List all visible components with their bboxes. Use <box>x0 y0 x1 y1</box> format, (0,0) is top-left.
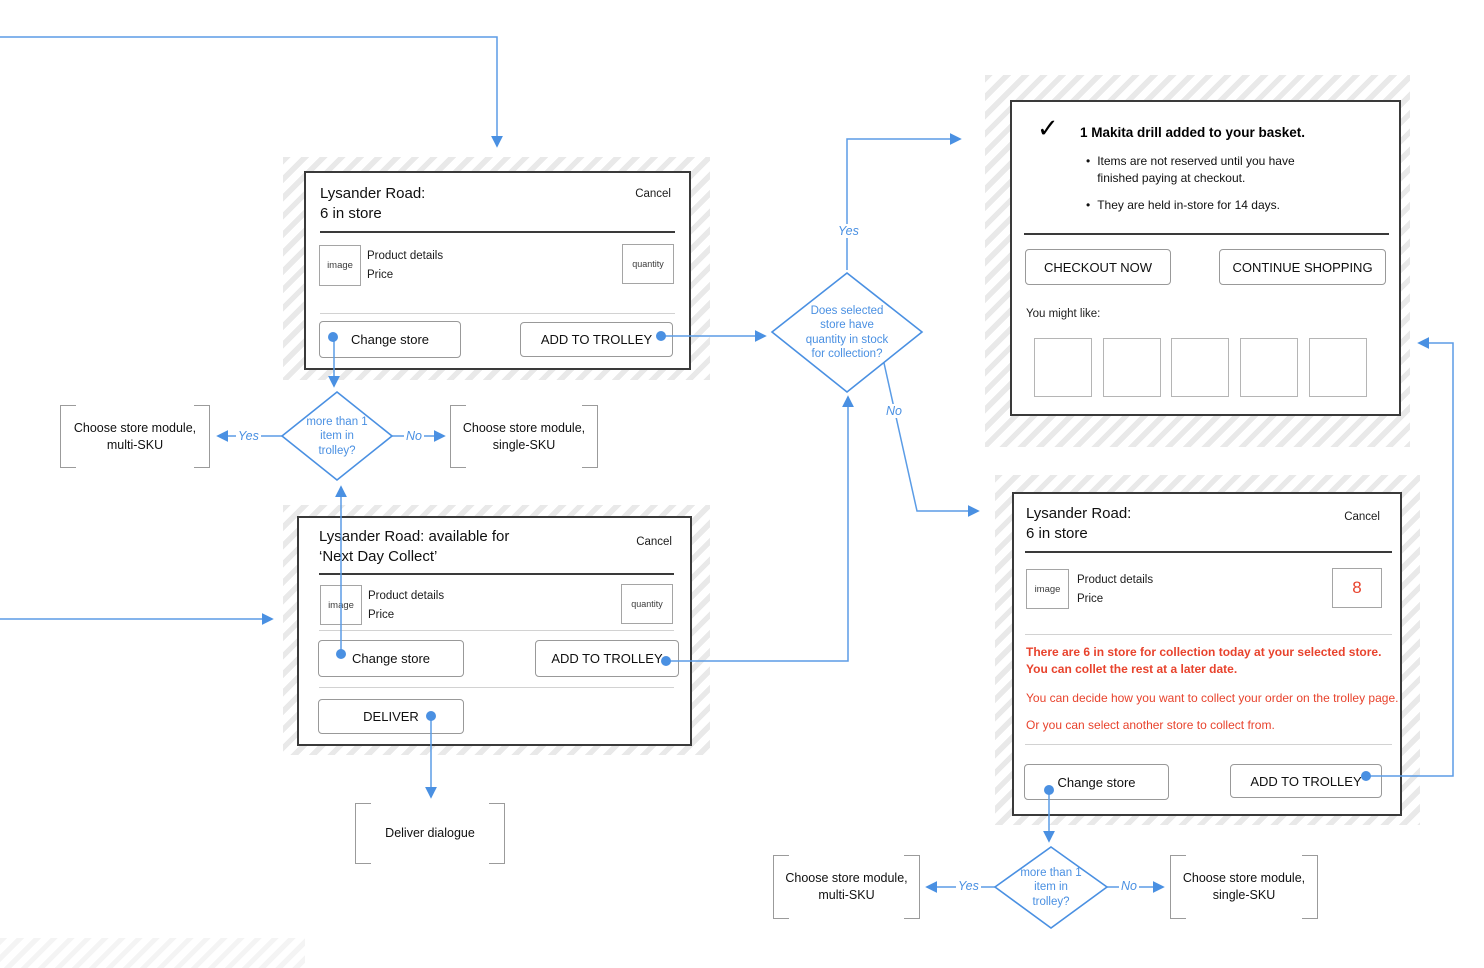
divider <box>320 231 675 233</box>
outcome-multi-sku-line1: Choose store module, <box>73 420 197 435</box>
basket-bullet-1: Items are not reserved until you have fi… <box>1097 154 1295 186</box>
image-placeholder: image <box>320 585 362 625</box>
recommendation-thumbnails <box>1034 338 1384 397</box>
change-store-button[interactable]: Change store <box>319 321 461 358</box>
product-thumbnail[interactable] <box>1034 338 1092 397</box>
checkout-now-button[interactable]: CHECKOUT NOW <box>1025 249 1171 285</box>
product-thumbnail[interactable] <box>1171 338 1229 397</box>
quantity-field-label: quantity <box>631 599 663 609</box>
outcome-single-sku-2: Choose store module, single-SKU <box>1170 855 1318 919</box>
modal-partial-title-line1: Lysander Road: <box>1026 505 1132 522</box>
stock-warning-text2: Or you can select another store to colle… <box>1026 718 1275 732</box>
price-label: Price <box>367 269 394 281</box>
outcome-multi-sku-line2: multi-SKU <box>106 437 164 452</box>
you-might-like-label: You might like: <box>1026 308 1101 320</box>
add-to-trolley-button[interactable]: ADD TO TROLLEY <box>1230 764 1382 798</box>
quantity-field[interactable]: quantity <box>622 244 674 284</box>
outcome-multi-sku: Choose store module, multi-SKU <box>60 405 210 468</box>
quantity-field[interactable]: quantity <box>621 584 673 624</box>
cancel-link[interactable]: Cancel <box>1344 511 1380 523</box>
outcome-single-sku-line2: single-SKU <box>492 437 556 452</box>
flow-label-no: No <box>1119 879 1139 893</box>
product-details-label: Product details <box>367 250 444 262</box>
image-placeholder-label: image <box>328 599 354 611</box>
product-thumbnail[interactable] <box>1240 338 1298 397</box>
divider <box>1025 551 1392 553</box>
cancel-link[interactable]: Cancel <box>636 536 672 548</box>
outcome-single-sku-line1: Choose store module, <box>1182 871 1306 886</box>
change-store-button[interactable]: Change store <box>318 640 464 677</box>
connector-stock-decision-yes <box>846 133 962 270</box>
outcome-single-sku-line2: single-SKU <box>1212 888 1276 902</box>
flow-label-yes: Yes <box>836 224 861 238</box>
outcome-single-sku-line1: Choose store module, <box>462 420 586 435</box>
outcome-multi-sku-2: Choose store module, multi-SKU <box>773 855 920 919</box>
price-label: Price <box>368 609 395 621</box>
modal-next-day-collect: Lysander Road: available for ‘Next Day C… <box>297 516 692 746</box>
bullet-glyph: • <box>1086 154 1091 168</box>
image-placeholder-label: image <box>1034 583 1061 595</box>
product-details-label: Product details <box>1077 574 1154 586</box>
outcome-single-sku: Choose store module, single-SKU <box>450 405 598 468</box>
basket-bullet-2: They are held in-store for 14 days. <box>1097 198 1280 212</box>
modal-in-store: Lysander Road: 6 in store Cancel image P… <box>304 171 691 370</box>
image-placeholder: image <box>1026 569 1069 609</box>
hatch-fragment-bottom-left <box>0 938 305 968</box>
divider <box>1024 233 1389 235</box>
stock-warning-bold-line1: There are 6 in store for collection toda… <box>1026 645 1382 659</box>
modal-next-day-title-line1: Lysander Road: available for <box>319 528 510 545</box>
product-details-label: Product details <box>368 590 445 602</box>
product-thumbnail[interactable] <box>1103 338 1161 397</box>
add-to-trolley-button[interactable]: ADD TO TROLLEY <box>535 640 679 677</box>
outcome-deliver-dialogue: Deliver dialogue <box>355 803 505 864</box>
divider <box>319 687 674 688</box>
flow-label-yes: Yes <box>956 879 981 893</box>
checkmark-icon: ✓ <box>1037 113 1059 143</box>
change-store-button[interactable]: Change store <box>1024 764 1169 800</box>
basket-title: 1 Makita drill added to your basket. <box>1080 125 1306 140</box>
deliver-button[interactable]: DELIVER <box>318 699 464 734</box>
modal-partial-stock: Lysander Road: 6 in store Cancel image P… <box>1012 492 1402 816</box>
outcome-deliver-dialogue-label: Deliver dialogue <box>385 826 475 841</box>
product-thumbnail[interactable] <box>1309 338 1367 397</box>
quantity-value: 8 <box>1352 578 1362 597</box>
divider <box>1025 634 1392 635</box>
connector-entry-top <box>0 36 503 148</box>
modal-in-store-title-line2: 6 in store <box>320 204 382 222</box>
outcome-multi-sku-line1: Choose store module, <box>785 871 908 886</box>
bullet-glyph: • <box>1086 198 1091 212</box>
divider <box>320 313 675 314</box>
quantity-field[interactable]: 8 <box>1332 568 1382 608</box>
stock-warning-bold-line2: You can collet the rest at a later date. <box>1026 662 1238 676</box>
connector-stock-decision-no <box>883 362 980 517</box>
flow-label-no: No <box>884 404 904 418</box>
outcome-multi-sku-line2: multi-SKU <box>818 888 875 902</box>
price-label: Price <box>1077 593 1104 605</box>
modal-next-day-title-line2: ‘Next Day Collect’ <box>319 547 438 565</box>
image-placeholder: image <box>319 245 361 286</box>
divider <box>319 573 674 575</box>
modal-added-to-basket: ✓ 1 Makita drill added to your basket. •… <box>1010 100 1401 416</box>
quantity-field-label: quantity <box>632 259 664 269</box>
modal-partial-title-line2: 6 in store <box>1026 524 1088 542</box>
cancel-link[interactable]: Cancel <box>635 188 671 200</box>
flow-label-no: No <box>404 429 424 443</box>
continue-shopping-button[interactable]: CONTINUE SHOPPING <box>1219 249 1386 285</box>
flow-label-yes: Yes <box>236 429 261 443</box>
stock-warning-text1: You can decide how you want to collect y… <box>1026 691 1399 705</box>
divider <box>1025 744 1392 745</box>
divider <box>319 630 674 631</box>
modal-in-store-title-line1: Lysander Road: <box>320 185 426 202</box>
add-to-trolley-button[interactable]: ADD TO TROLLEY <box>520 322 673 357</box>
image-placeholder-label: image <box>327 260 353 271</box>
